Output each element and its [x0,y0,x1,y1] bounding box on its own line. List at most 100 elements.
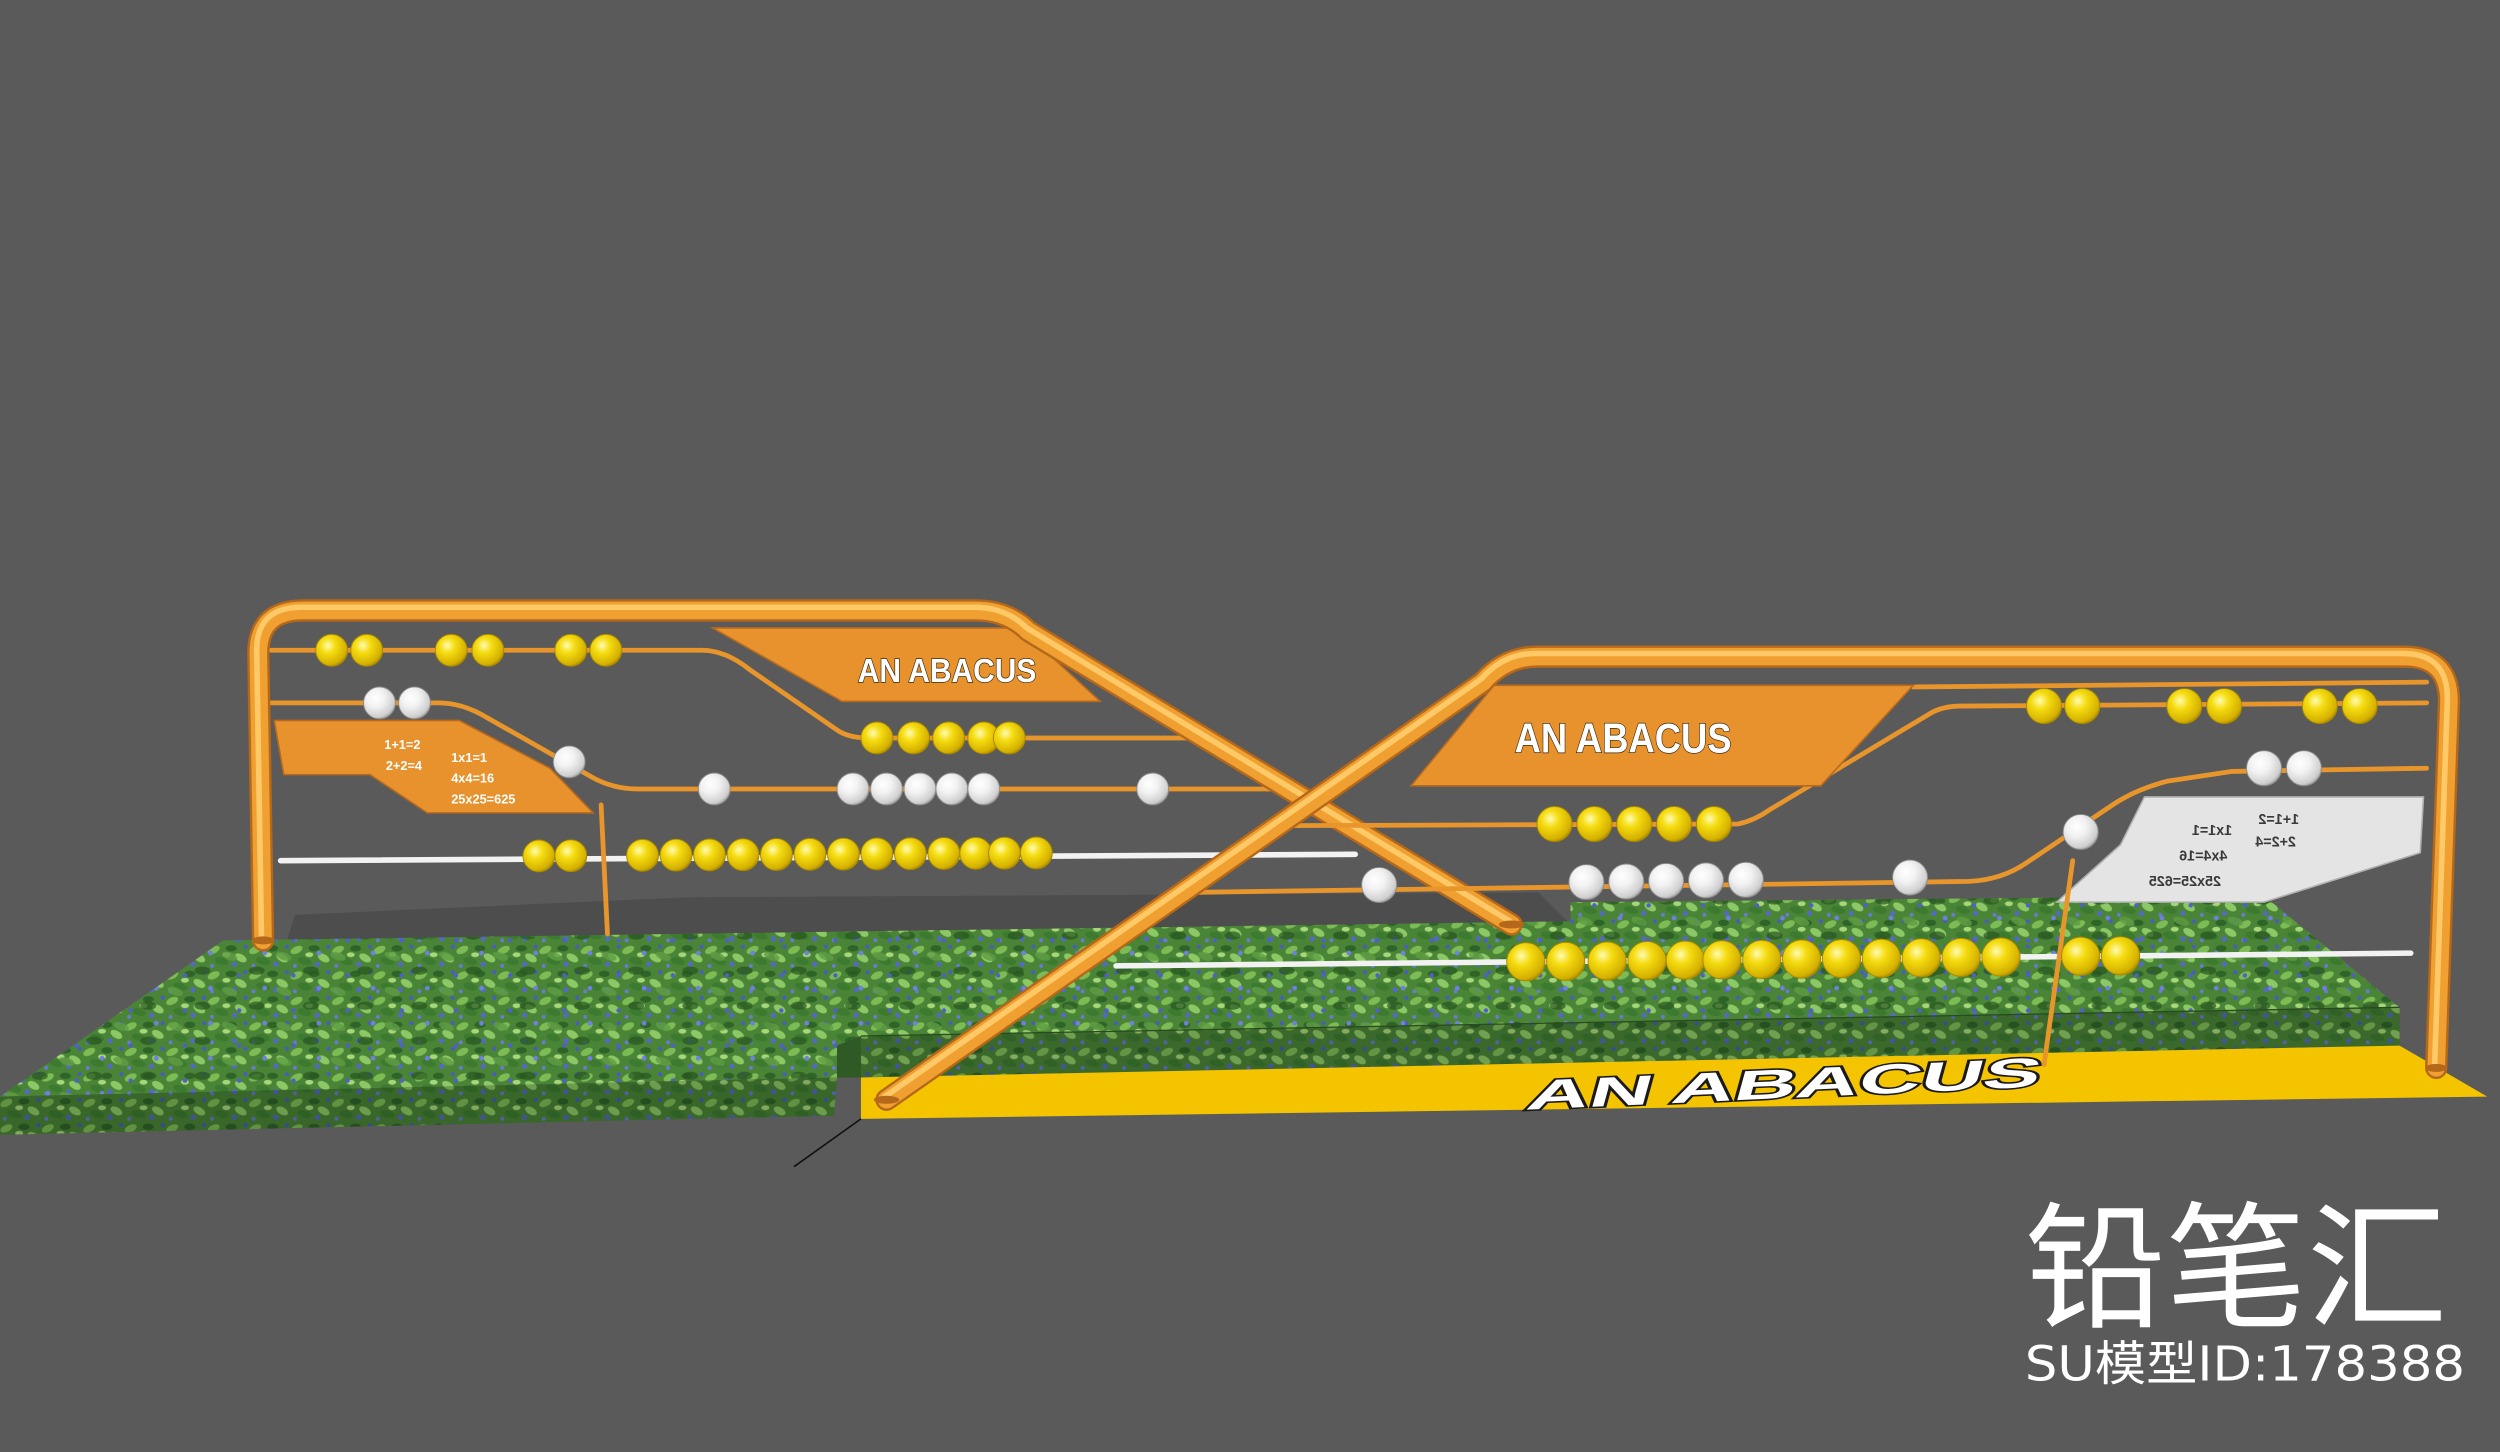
white-bead [1361,866,1398,903]
yellow-bead [2206,688,2243,725]
yellow-bead [1941,937,1981,978]
right-formula-product-3: 25x25=625 [2149,874,2221,890]
left-diagonal-foot [1498,920,1525,929]
watermark: 铅笔汇 SU模型ID:178388 [2025,1191,2465,1393]
left-formula-sum-2: 2+2=4 [386,758,423,773]
white-bead [967,772,1001,806]
yellow-bead [659,838,693,872]
white-bead [398,686,431,720]
left-rod-middle [268,700,1293,792]
yellow-bead [932,721,966,755]
yellow-bead [1695,806,1732,843]
right-formula-sum-1: 1+1=2 [2258,812,2299,828]
yellow-bead [1656,806,1693,843]
grass-step-side [837,1036,861,1078]
right-formula-panel [2054,796,2425,903]
watermark-model-id: SU模型ID:178388 [2025,1337,2465,1392]
right-frame-tube [873,653,2449,1104]
yellow-base-plate [860,1045,2488,1119]
watermark-brand: 铅笔汇 [2025,1191,2448,1350]
left-formula-product-1: 1x1=1 [451,750,487,765]
yellow-bead [827,837,860,871]
white-bead [1608,863,1645,900]
right-post-foot [2425,1063,2448,1072]
yellow-bead [1019,836,1053,870]
right-rod-top-thin [1910,679,2430,690]
right-support-rod [2041,858,2076,1068]
yellow-bead [2061,936,2101,976]
left-abacus-frame: 1+1=2 2+2=4 1x1=1 4x4=16 25x25=625 AN AB… [251,607,1525,945]
grass-edge-line [860,1006,2400,1037]
yellow-bead [1665,940,1705,980]
yellow-bead [1742,939,1782,980]
grass-right-front-face [860,1007,2400,1078]
yellow-bead [471,633,505,667]
grass-right-front-shade [860,1007,2400,1078]
yellow-bead [1821,939,1862,979]
grass-left-front-shade [0,1077,838,1135]
yellow-bead [554,839,588,873]
yellow-bead [2341,688,2378,725]
white-bead [2246,750,2283,787]
left-post-foot [251,936,275,945]
left-title-sign [709,627,1103,703]
left-formula-sum-1: 1+1=2 [384,737,420,752]
white-bead [1136,772,1170,806]
yellow-bead [2064,688,2101,725]
right-title-text: AN ABACUS [1515,714,1732,761]
yellow-bead [959,836,993,870]
yellow-bead [793,837,827,871]
grass-left-front-face [0,1077,838,1135]
left-support-rod [598,802,610,937]
white-bead [2062,813,2099,851]
yellow-bead [992,721,1026,755]
yellow-bead [1506,942,1546,982]
yellow-bead [726,838,760,872]
yellow-bead [522,839,556,873]
white-bead [935,772,969,806]
yellow-bead [760,838,793,871]
white-bead [1648,862,1685,899]
white-bead [363,686,396,720]
yellow-bead [1536,806,1573,843]
yellow-bead [1627,940,1667,981]
left-formula-product-2: 4x4=16 [451,771,494,786]
yellow-bead [434,633,468,667]
yellow-bead [2166,688,2203,725]
yellow-bead [315,633,349,667]
yellow-bead [1576,806,1613,843]
yellow-bead [1861,938,1901,978]
right-abacus-frame: 1x1=1 1+1=2 4x4=16 2+2=4 25x25=625 AN AB… [873,653,2449,1104]
yellow-bead [554,633,588,667]
yellow-bead [1546,941,1586,981]
left-formula-product-3: 25x25=625 [451,791,515,806]
yellow-bead [1702,940,1742,980]
yellow-bead [897,721,931,755]
left-title-text: AN ABACUS [858,653,1037,690]
left-rod-top [268,647,1207,741]
white-bead [1568,864,1605,901]
yellow-bead [2301,688,2338,725]
right-title-sign [1409,684,1916,787]
yellow-bead [350,633,384,667]
white-bead [1687,862,1725,899]
yellow-bead [860,721,894,755]
right-formula-product-1: 1x1=1 [2192,823,2232,839]
yellow-bead [893,837,927,871]
white-bead [836,772,870,806]
left-frame-beads [315,633,1170,873]
stray-edge-line [793,1118,862,1168]
white-bead [2285,750,2322,787]
yellow-bead [860,837,894,871]
left-formula-panel [273,719,595,814]
right-diagonal-foot [873,1095,900,1104]
white-bead [697,772,731,806]
right-formula-product-2: 4x4=16 [2179,849,2227,865]
yellow-bead [589,633,623,667]
yellow-bead [1782,939,1822,979]
yellow-bead [1901,938,1941,978]
right-rod-upper [1281,700,2430,829]
white-bead [1727,861,1764,898]
yellow-bead [1616,806,1653,843]
